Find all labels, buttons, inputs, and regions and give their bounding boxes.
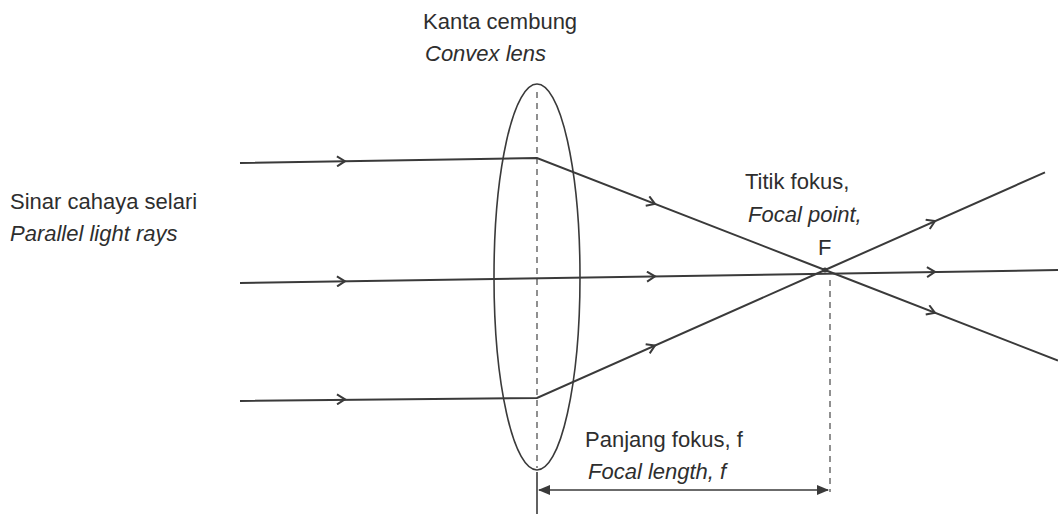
lens-tick [536,472,538,514]
ray-arrowheads [335,161,935,399]
focal-guide-line [829,280,830,492]
focal-length-arrow [539,489,828,491]
focal-point-dot [823,268,828,273]
focal-point-label: Titik fokus, [745,170,849,194]
light-rays [240,158,1058,401]
focal-length-label: Focal length, f [588,460,726,484]
focal-point-symbol: F [818,236,831,260]
lens-label: Convex lens [425,42,546,66]
focal-point-label: Focal point, [748,203,862,227]
rays-label: Sinar cahaya selari [10,190,197,214]
rays-label: Parallel light rays [10,222,178,246]
lens-label: Kanta cembung [423,10,577,34]
focal-length-label: Panjang fokus, f [585,428,743,452]
